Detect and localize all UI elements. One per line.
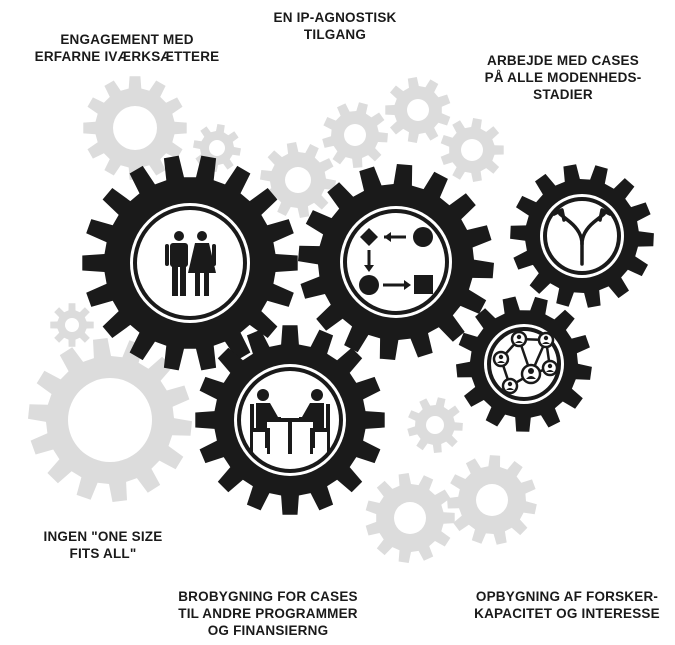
light-gear-bottom-center-hole	[394, 502, 426, 534]
label-one-size: INGEN "ONE SIZE FITS ALL"	[43, 529, 163, 561]
gear-capacity	[456, 296, 592, 432]
light-gear-big-left-hole	[68, 378, 152, 462]
gear-engagement	[82, 155, 298, 371]
gear-engagement-hole	[130, 203, 250, 323]
light-gear-small-mid-hole	[426, 416, 444, 434]
decorative-light-gears	[28, 76, 537, 563]
light-gear-top-2	[385, 77, 451, 143]
light-gear-mid	[260, 142, 336, 218]
split-arrows-icon	[552, 208, 612, 266]
light-gear-bottom-right	[447, 455, 537, 545]
light-gear-top-3	[440, 118, 504, 182]
label-cases-stages: ARBEJDE MED CASES PÅ ALLE MODENHEDS- STA…	[484, 53, 642, 102]
gear-ip-agnostic-inner-ring	[343, 209, 449, 315]
two-people-icon	[165, 231, 216, 296]
light-gear-small-mid	[407, 397, 463, 453]
gear-engagement-inner-ring	[133, 206, 247, 320]
light-gear-bottom-right-hole	[476, 484, 508, 516]
light-gear-small-left-hole	[65, 318, 79, 332]
light-gear-small-left	[50, 303, 94, 347]
network-people-icon	[492, 330, 559, 395]
gear-cases-stages-inner-ring	[543, 197, 621, 275]
label-capacity: OPBYGNING AF FORSKER- KAPACITET OG INTER…	[474, 589, 660, 621]
gear-capacity-inner-ring	[487, 327, 561, 401]
light-gear-top-3-hole	[461, 139, 483, 161]
light-gear-small-top-hole	[209, 140, 225, 156]
meeting-table-icon	[250, 389, 330, 454]
light-gear-bottom-center	[365, 473, 455, 563]
light-gear-big-left	[28, 338, 192, 502]
light-gear-top-2-hole	[407, 99, 429, 121]
light-gear-top-left-hole	[113, 106, 157, 150]
process-flow-icon	[359, 227, 433, 295]
gear-icons	[165, 208, 612, 454]
light-gear-top-1-hole	[344, 124, 366, 146]
gear-ip-agnostic-hole	[340, 206, 452, 318]
label-ip-agnostic: EN IP-AGNOSTISK TILGANG	[273, 10, 397, 42]
light-gear-top-left	[83, 76, 187, 180]
gear-bridging-inner-ring	[237, 367, 343, 473]
light-gear-mid-hole	[285, 167, 311, 193]
light-gear-top-1	[322, 102, 388, 168]
label-bridging: BROBYGNING FOR CASES TIL ANDRE PROGRAMME…	[178, 589, 358, 638]
gear-ip-agnostic	[298, 164, 494, 360]
label-engagement: ENGAGEMENT MED ERFARNE IVÆRKSÆTTERE	[34, 32, 220, 64]
